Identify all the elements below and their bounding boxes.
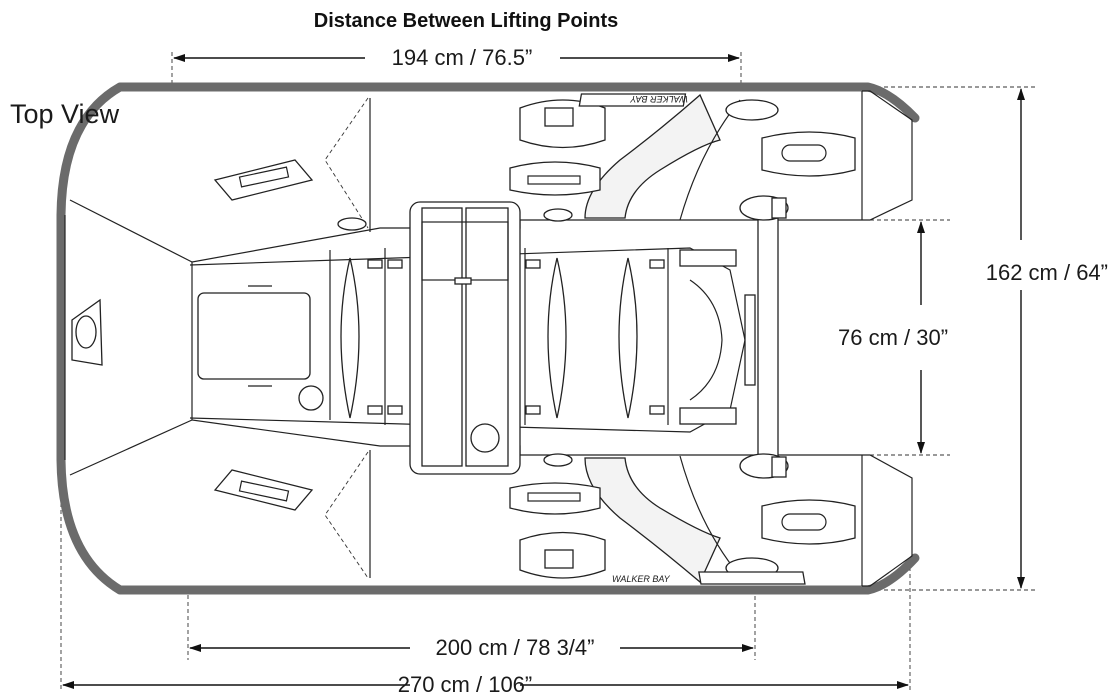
- overall-width-dimension: 162 cm / 64”: [986, 260, 1108, 285]
- overall-length-dimension: 270 cm / 106”: [398, 672, 533, 697]
- transom-assembly: [739, 195, 789, 479]
- brand-decal-top: [578, 93, 687, 107]
- lifting-points-dimension: 194 cm / 76.5”: [392, 45, 533, 70]
- bow-guide-lines: [324, 97, 369, 579]
- inner-length-dimension: 200 cm / 78 3/4”: [436, 635, 595, 660]
- brand-text-top: WALKER BAY: [629, 94, 688, 104]
- bow-locker: [197, 292, 311, 380]
- diagram-title: Distance Between Lifting Points: [314, 10, 618, 32]
- view-label: Top View: [10, 99, 120, 129]
- inner-width-dimension: 76 cm / 30”: [838, 325, 948, 350]
- tube-graphics: [584, 93, 741, 584]
- brand-decal-bottom: [698, 571, 806, 585]
- dimension-lines: [62, 54, 1025, 689]
- center-seat: [409, 201, 521, 475]
- drain-circle: [298, 385, 324, 411]
- brand-decals: WALKER BAY WALKER BAY: [578, 93, 806, 585]
- floor: [189, 247, 756, 433]
- brand-text-bottom: WALKER BAY: [612, 574, 671, 584]
